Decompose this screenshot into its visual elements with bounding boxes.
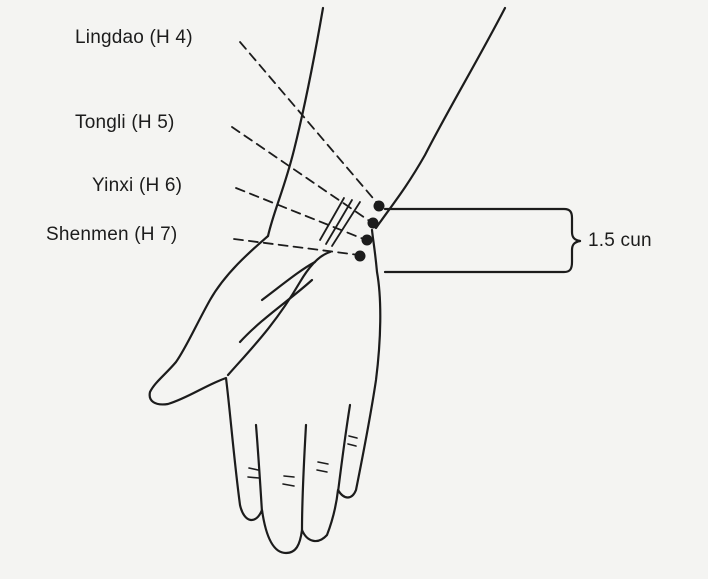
forearm-left-contour: [268, 8, 323, 236]
shenmen-leader-line: [234, 239, 359, 255]
measurement-label: 1.5 cun: [588, 230, 652, 252]
yinxi-point: [362, 235, 373, 246]
knuckle-mark-2: [283, 476, 294, 486]
tongli-label: Tongli (H 5): [75, 112, 175, 134]
hand-outline: [150, 230, 381, 553]
shenmen-label: Shenmen (H 7): [46, 224, 177, 246]
forearm-right-contour: [376, 8, 505, 228]
measurement-bracket-bottom: [385, 241, 580, 272]
finger-line-2: [302, 425, 306, 530]
knuckle-mark-1: [248, 468, 259, 478]
lingdao-point: [374, 201, 385, 212]
knuckle-mark-4: [348, 436, 357, 446]
finger-line-1: [256, 425, 262, 512]
shenmen-point: [355, 251, 366, 262]
measurement-bracket-top: [385, 209, 580, 241]
tongli-leader-line: [232, 127, 371, 222]
palm-crease-1: [262, 262, 315, 300]
lingdao-label: Lingdao (H 4): [75, 27, 193, 49]
finger-line-3: [338, 405, 350, 492]
yinxi-leader-line: [236, 188, 366, 240]
yinxi-label: Yinxi (H 6): [92, 175, 182, 197]
knuckle-mark-3: [317, 462, 328, 472]
tongli-point: [368, 218, 379, 229]
thenar-crease: [228, 252, 330, 375]
